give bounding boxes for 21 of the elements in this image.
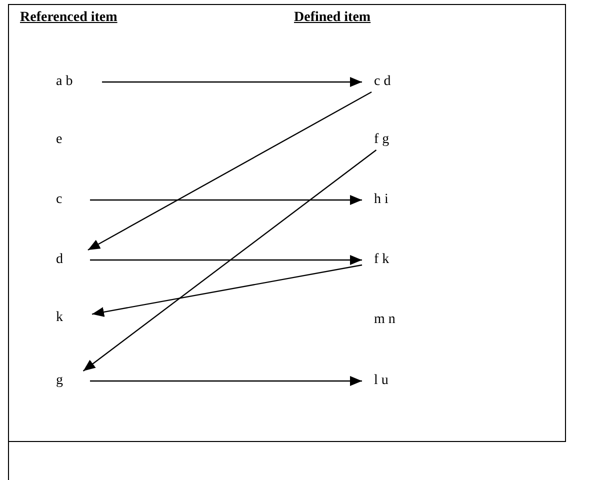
arrow [90,255,362,265]
arrow [88,91,372,251]
item-text: a b [50,72,102,92]
item-text: h i [362,190,417,210]
arrow [82,150,377,372]
arrow [102,77,362,87]
item-text: f g [362,130,417,150]
item-text: e [50,130,80,150]
item-text: m n [362,310,417,330]
arrow [90,376,362,386]
item-text: d [50,250,90,270]
arrow [92,264,362,317]
item-text: f k [362,250,417,270]
column-heading: Referenced item [20,10,118,26]
item-text: c [50,190,90,210]
item-text: k [50,308,92,328]
item-text: c d [362,72,417,92]
item-text: g [50,371,90,391]
column-heading: Defined item [294,10,371,26]
item-text: l u [362,371,417,391]
arrow [90,195,362,205]
